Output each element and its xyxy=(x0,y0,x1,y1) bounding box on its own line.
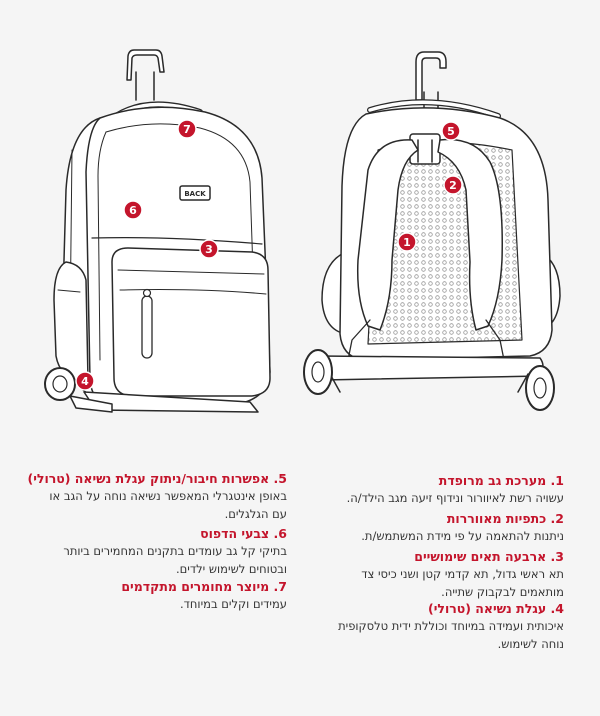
marker-3: 3 xyxy=(199,239,219,259)
front-view-backpack: BACK xyxy=(44,49,271,413)
marker-7: 7 xyxy=(177,119,197,139)
feature-2: 2. כתפיות מאווררות ניתנות להתאמה על פי מ… xyxy=(328,510,564,545)
feature-description: עשויה רשת לאיוורור ונידוף זיעה מגב הילד/… xyxy=(346,491,564,505)
feature-description: תא ראשי גדול, תא קדמי קטן ושני כיסי צד מ… xyxy=(361,567,564,599)
marker-4: 4 xyxy=(75,371,95,391)
svg-text:1: 1 xyxy=(403,236,411,249)
feature-title: 6. צבעי הדפוס xyxy=(200,526,287,541)
svg-text:4: 4 xyxy=(81,375,89,388)
feature-title: 3. ארבעה תאים שימושיים xyxy=(414,549,564,564)
feature-title: 7. מיוצר מחומרים מתקדמים xyxy=(121,579,287,594)
feature-description: בתיקי קל גב עומדים בתקנים המחמירים ביותר… xyxy=(63,544,287,576)
feature-title: 4. עגלת נשיאה (טרולי) xyxy=(427,601,564,616)
feature-title: 5. אפשרות חיבור/ניתוק עגלת נשיאה (טרולי) xyxy=(27,471,287,486)
feature-7: 7. מיוצר מחומרים מתקדמים עמידים וקלים במ… xyxy=(32,578,287,613)
svg-text:6: 6 xyxy=(129,204,137,217)
back-view-backpack xyxy=(303,51,561,411)
feature-description: עמידים וקלים במיוחד. xyxy=(179,597,287,611)
logo-text: BACK xyxy=(184,190,206,198)
feature-5: 5. אפשרות חיבור/ניתוק עגלת נשיאה (טרולי)… xyxy=(27,470,287,523)
marker-1: 1 xyxy=(397,232,417,252)
feature-title: 1. מערכת גב מרופדת xyxy=(438,473,564,488)
svg-text:7: 7 xyxy=(183,123,191,136)
feature-1: 1. מערכת גב מרופדת עשויה רשת לאיוורור ונ… xyxy=(328,472,564,507)
feature-description: ניתנות להתאמה על פי מידת המשתמש/ת. xyxy=(361,529,564,543)
feature-description: איכותית ועמידה במיוחד וכוללת ידית טלסקופ… xyxy=(338,619,564,651)
backpack-illustration: BACK xyxy=(44,49,561,413)
feature-6: 6. צבעי הדפוס בתיקי קל גב עומדים בתקנים … xyxy=(32,525,287,578)
svg-text:2: 2 xyxy=(449,179,457,192)
svg-text:3: 3 xyxy=(205,243,213,256)
feature-description: באופן אינטגרלי המאפשר נשיאה נוחה על הגב … xyxy=(49,489,287,521)
feature-4: 4. עגלת נשיאה (טרולי) איכותית ועמידה במי… xyxy=(328,600,564,653)
marker-2: 2 xyxy=(443,175,463,195)
svg-text:5: 5 xyxy=(447,125,455,138)
feature-title: 2. כתפיות מאווררות xyxy=(446,511,564,526)
marker-6: 6 xyxy=(123,200,143,220)
feature-3: 3. ארבעה תאים שימושיים תא ראשי גדול, תא … xyxy=(328,548,564,601)
marker-5: 5 xyxy=(441,121,461,141)
